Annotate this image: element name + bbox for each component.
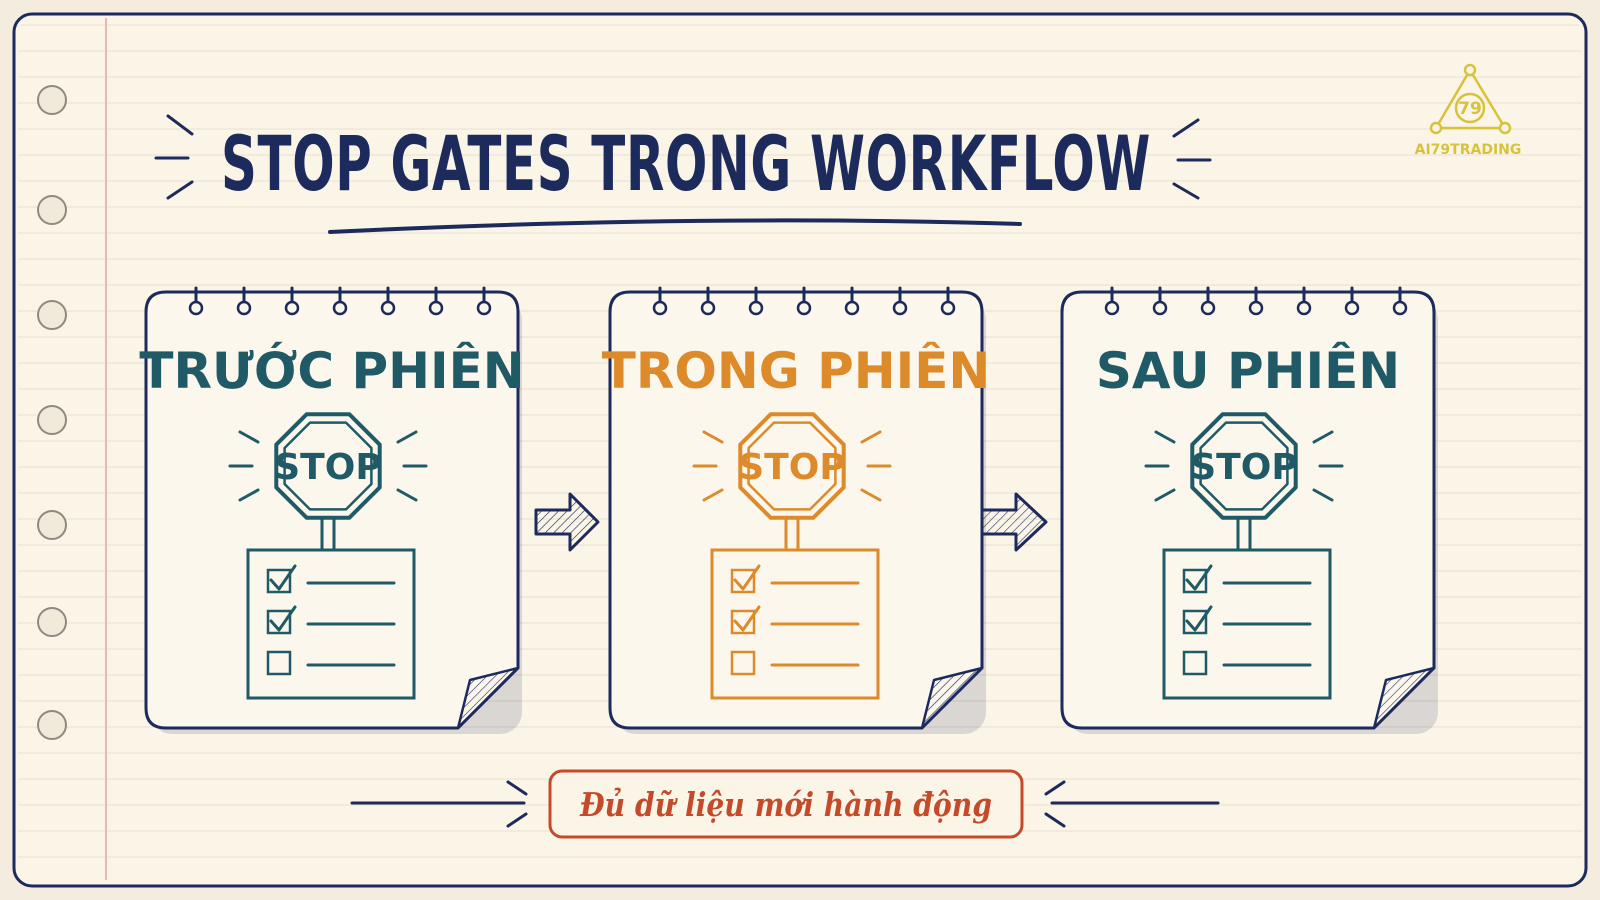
spiral-ring-icon	[796, 300, 812, 316]
spiral-ring-icon	[1344, 300, 1360, 316]
spiral-ring-icon	[380, 300, 396, 316]
spiral-ring-icon	[236, 300, 252, 316]
check-mark-icon	[733, 605, 761, 632]
stop-sign-icon	[1190, 412, 1298, 560]
checklist	[1162, 548, 1332, 700]
footer-decoration	[350, 780, 1220, 828]
checked-box-icon	[1182, 609, 1208, 635]
flow-arrow	[534, 492, 600, 552]
binder-hole	[37, 510, 67, 540]
spiral-ring-icon	[284, 300, 300, 316]
checklist	[710, 548, 880, 700]
brand-logo	[1429, 63, 1512, 135]
stop-rays	[692, 430, 892, 502]
spiral-ring-icon	[428, 300, 444, 316]
check-mark-icon	[1185, 564, 1213, 591]
check-mark-icon	[733, 564, 761, 591]
spiral-ring-icon	[844, 300, 860, 316]
card-title: TRƯỚC PHIÊN	[139, 341, 524, 400]
checked-box-icon	[730, 568, 756, 594]
gate-card: SAU PHIÊN STOP	[1060, 286, 1438, 734]
checklist	[246, 548, 416, 700]
stop-sign-icon	[274, 412, 382, 560]
stop-label: STOP	[274, 447, 381, 488]
page-curl-icon	[1372, 666, 1436, 730]
binder-hole	[37, 85, 67, 115]
spiral-ring-icon	[748, 300, 764, 316]
empty-box-icon	[1182, 650, 1208, 676]
stop-label: STOP	[1190, 447, 1297, 488]
stop-sign-icon	[738, 412, 846, 560]
spiral-ring-icon	[700, 300, 716, 316]
logo-label: AI79TRADING	[1415, 142, 1522, 158]
spiral-ring-icon	[188, 300, 204, 316]
arrow-right-icon	[534, 492, 600, 552]
check-mark-icon	[1185, 605, 1213, 632]
spiral-ring-icon	[1152, 300, 1168, 316]
spiral-ring-icon	[1200, 300, 1216, 316]
spiral-ring-icon	[892, 300, 908, 316]
spiral-ring-icon	[1248, 300, 1264, 316]
spiral-ring-icon	[1392, 300, 1408, 316]
title-rays-right	[1172, 118, 1212, 200]
stop-rays	[228, 430, 428, 502]
stop-label: STOP	[738, 447, 845, 488]
binder-hole	[37, 607, 67, 637]
check-mark-icon	[269, 605, 297, 632]
arrow-right-icon	[980, 492, 1048, 552]
spiral-ring-icon	[652, 300, 668, 316]
title-rays-left	[154, 114, 194, 200]
logo-triangle-icon	[1433, 67, 1508, 130]
checked-box-icon	[266, 609, 292, 635]
spiral-ring-icon	[1104, 300, 1120, 316]
flow-arrow	[980, 492, 1048, 552]
spiral-ring-icon	[332, 300, 348, 316]
binder-hole	[37, 710, 67, 740]
binder-holes	[37, 85, 67, 740]
checked-box-icon	[730, 609, 756, 635]
footer-box	[548, 769, 1024, 839]
footer-message: Đủ dữ liệu mới hành động	[579, 785, 992, 824]
spiral-ring-icon	[476, 300, 492, 316]
spiral-ring-icon	[1296, 300, 1312, 316]
page-curl-icon	[456, 666, 520, 730]
checked-box-icon	[266, 568, 292, 594]
logo-number: 79	[1458, 99, 1482, 119]
empty-box-icon	[266, 650, 292, 676]
card-title: TRONG PHIÊN	[602, 341, 991, 400]
empty-box-icon	[730, 650, 756, 676]
gate-card: TRƯỚC PHIÊN STOP	[139, 286, 525, 734]
page-curl-icon	[920, 666, 984, 730]
spiral-ring-icon	[940, 300, 956, 316]
stop-rays	[1144, 430, 1344, 502]
card-title: SAU PHIÊN	[1096, 341, 1400, 400]
binder-hole	[37, 300, 67, 330]
binder-hole	[37, 195, 67, 225]
checked-box-icon	[1182, 568, 1208, 594]
binder-hole	[37, 405, 67, 435]
title-underline	[328, 218, 1022, 234]
page-title: STOP GATES TRONG WORKFLOW	[221, 119, 1151, 208]
gate-card: TRONG PHIÊN STOP	[602, 286, 991, 734]
check-mark-icon	[269, 564, 297, 591]
